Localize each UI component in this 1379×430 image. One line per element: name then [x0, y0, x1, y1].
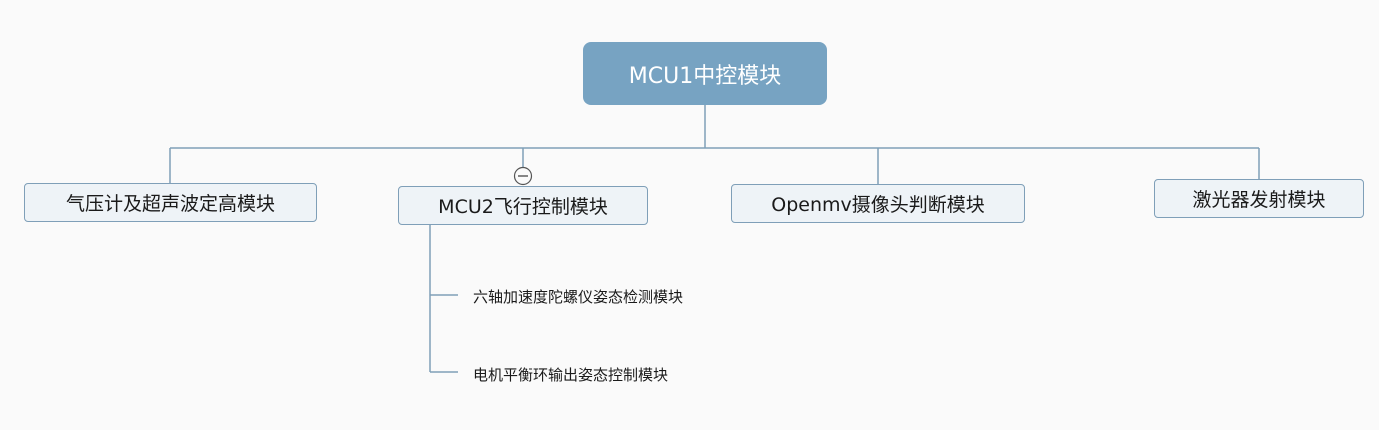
child-node-label: 气压计及超声波定高模块 — [65, 193, 275, 215]
child-node-laser[interactable]: 激光器发射模块 — [1154, 179, 1364, 218]
child-node-openmv[interactable]: Openmv摄像头判断模块 — [731, 184, 1025, 223]
child-node-label: 激光器发射模块 — [1192, 189, 1326, 211]
subtopic-imu-attitude-detection[interactable]: 六轴加速度陀螺仪姿态检测模块 — [473, 288, 684, 306]
root-node-label: MCU1中控模块 — [628, 63, 782, 89]
child-node-baro[interactable]: 气压计及超声波定高模块 — [24, 183, 317, 222]
child-node-label: Openmv摄像头判断模块 — [771, 194, 985, 216]
collapse-toggle[interactable] — [513, 166, 533, 186]
root-node-mcu1[interactable]: MCU1中控模块 — [583, 42, 827, 105]
child-node-mcu2[interactable]: MCU2飞行控制模块 — [398, 186, 648, 225]
subtopic-motor-balance-control[interactable]: 电机平衡环输出姿态控制模块 — [473, 366, 669, 384]
child-node-label: MCU2飞行控制模块 — [438, 196, 608, 218]
